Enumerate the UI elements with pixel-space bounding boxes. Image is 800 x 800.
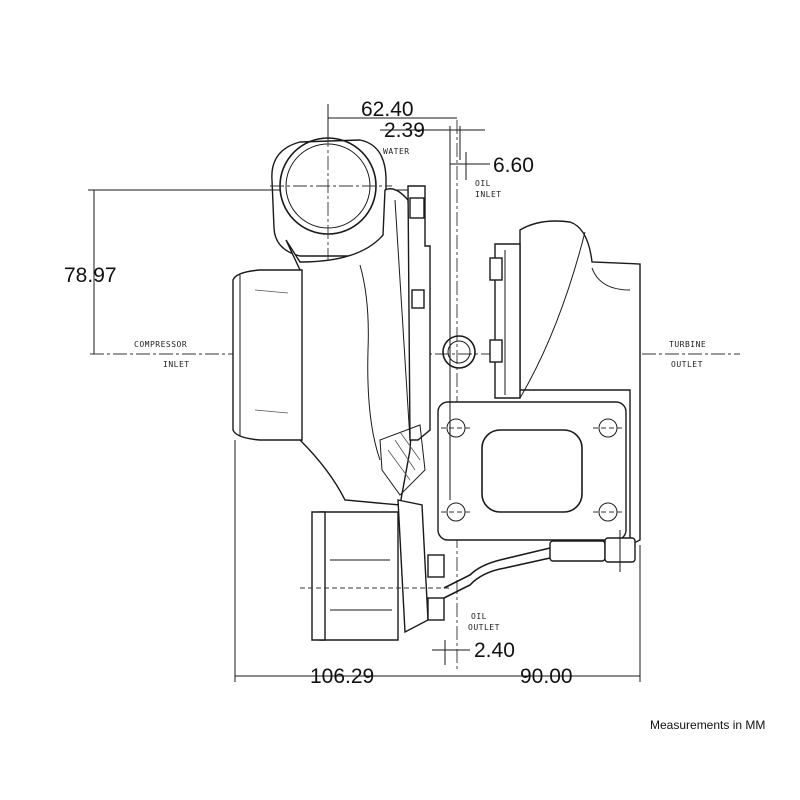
dim-106-29: 106.29 (310, 665, 374, 688)
dim-6-60: 6.60 (493, 154, 534, 177)
label-water: WATER (383, 147, 410, 156)
measurement-note: Measurements in MM (650, 718, 765, 732)
label-compressor: COMPRESSOR (134, 340, 187, 349)
dim-62-40: 62.40 (361, 98, 414, 121)
label-oil-inlet-1: OIL (475, 179, 491, 188)
turbine-flange (437, 401, 627, 541)
label-turbine-outlet: OUTLET (671, 360, 703, 369)
label-oil-outlet-1: OIL (471, 612, 487, 621)
dim-2-40: 2.40 (474, 639, 515, 662)
label-compressor-inlet: INLET (163, 360, 190, 369)
compressor-outlet (270, 110, 392, 262)
dim-2-39: 2.39 (384, 119, 425, 142)
section-detail (379, 424, 426, 496)
oil-inlet-port (442, 335, 476, 369)
dim-78-97: 78.97 (64, 264, 117, 287)
turbine-housing (489, 220, 641, 547)
label-turbine: TURBINE (669, 340, 706, 349)
label-oil-inlet-2: INLET (475, 190, 502, 199)
dim-90-00: 90.00 (520, 665, 573, 688)
center-flange (407, 185, 431, 441)
dimension-lines (88, 104, 641, 682)
compressor-inlet-tube (232, 269, 303, 441)
label-oil-outlet-2: OUTLET (468, 623, 500, 632)
wastegate-actuator (300, 499, 636, 641)
